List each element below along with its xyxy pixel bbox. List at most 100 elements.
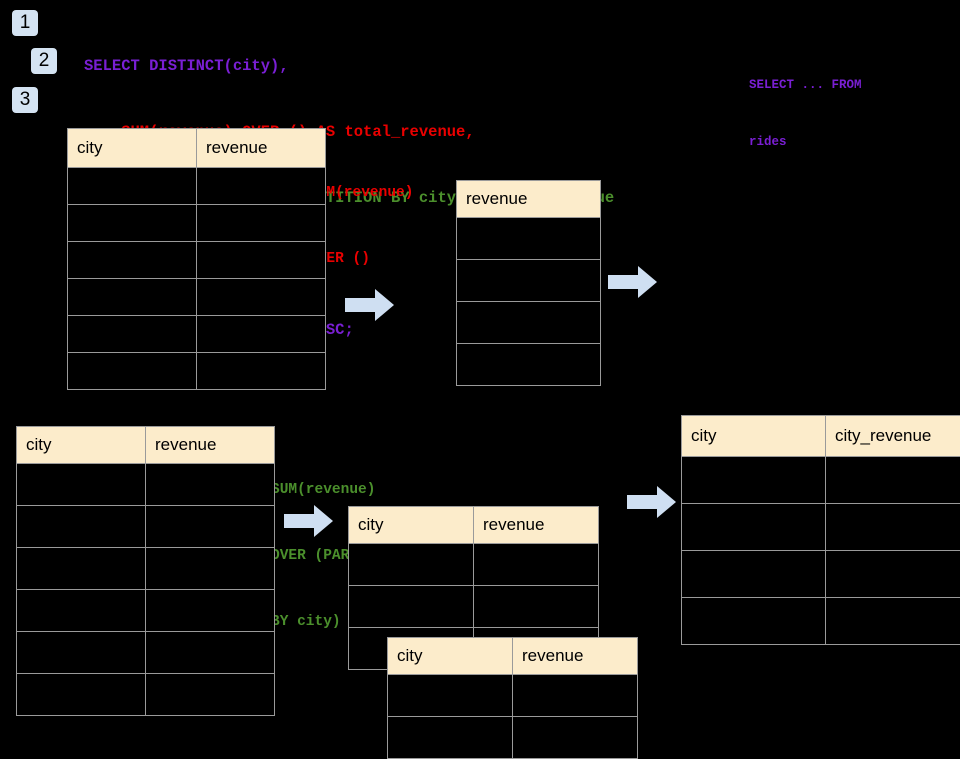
cell-city [349,586,474,628]
cell-city-revenue [826,598,960,645]
cell-revenue [146,590,275,632]
diagram-canvas: 1 2 3 SELECT DISTINCT(city), SUM(revenue… [0,0,960,720]
table-row [17,506,275,548]
table-header-row: revenue [457,181,601,218]
table-partition-front: city revenue [387,637,638,759]
column-header-city: city [349,507,474,544]
cell-city [388,675,513,717]
table-row [388,675,638,717]
cell-revenue [474,586,599,628]
table-header-row: city revenue [349,507,599,544]
sidenote-line-2: rides [749,133,862,152]
table-row [68,353,326,390]
cell-revenue [513,675,638,717]
cell-city [68,168,197,205]
cell-city [388,717,513,759]
cell-revenue [197,279,326,316]
table-source-top: city revenue [67,128,326,390]
cell-city [17,506,146,548]
arrow-revenue-to-result-icon [608,265,658,299]
table-row [682,457,960,504]
table-row [682,504,960,551]
table-result: city city_revenue [681,415,960,645]
table-header-row: city revenue [17,427,275,464]
column-header-revenue: revenue [513,638,638,675]
table-row [457,302,601,344]
column-header-city: city [682,416,826,457]
cell-city [349,544,474,586]
cell-revenue [457,260,601,302]
column-header-revenue: revenue [474,507,599,544]
step-badge-1: 1 [12,10,38,36]
cell-revenue [146,632,275,674]
cell-revenue [197,205,326,242]
table-row [457,218,601,260]
cell-city [17,674,146,716]
column-header-city: city [17,427,146,464]
table-row [682,551,960,598]
table-row [457,344,601,386]
cell-revenue [146,506,275,548]
sidenote-line-1: SELECT ... FROM [749,76,862,95]
table-row [17,632,275,674]
cell-revenue [457,302,601,344]
table-row [349,586,599,628]
cell-city [68,316,197,353]
table-row [388,717,638,759]
table-row [17,548,275,590]
table-row [349,544,599,586]
sidenote-select-from-rides: SELECT ... FROM rides [749,38,862,190]
cell-revenue [146,674,275,716]
arrow-source-to-partition-icon [284,504,334,538]
column-header-revenue: revenue [146,427,275,464]
cell-city-revenue [826,504,960,551]
cell-city [682,598,826,645]
table-row [68,242,326,279]
table-row [68,316,326,353]
step-badge-2: 2 [31,48,57,74]
cell-revenue [197,353,326,390]
table-row [17,674,275,716]
cell-city-revenue [826,457,960,504]
column-header-revenue: revenue [457,181,601,218]
table-header-row: city city_revenue [682,416,960,457]
arrow-source-to-revenue-icon [345,288,395,322]
cell-revenue [197,168,326,205]
sql-line-select: SELECT DISTINCT(city), [84,55,614,77]
cell-revenue [146,548,275,590]
cell-city [682,457,826,504]
table-source-bottom: city revenue [16,426,275,716]
cell-city [17,464,146,506]
arrow-partition-to-result-icon [627,485,677,519]
cell-city [68,242,197,279]
cell-revenue [513,717,638,759]
table-header-row: city revenue [388,638,638,675]
cell-revenue [197,316,326,353]
cell-revenue [474,544,599,586]
cell-revenue [197,242,326,279]
cell-city [68,205,197,242]
cell-city [682,551,826,598]
cell-city-revenue [826,551,960,598]
cell-city [17,590,146,632]
table-row [68,205,326,242]
column-header-city: city [388,638,513,675]
cell-revenue [457,344,601,386]
cell-city [682,504,826,551]
table-row [17,464,275,506]
annotation-partition-window-line-1: SUM(revenue) [271,479,402,501]
step-badge-3: 3 [12,87,38,113]
cell-city [68,279,197,316]
table-row [682,598,960,645]
column-header-revenue: revenue [197,129,326,168]
table-row [68,279,326,316]
table-row [457,260,601,302]
table-row [17,590,275,632]
column-header-city: city [68,129,197,168]
cell-city [68,353,197,390]
cell-revenue [457,218,601,260]
table-revenue-only: revenue [456,180,601,386]
table-row [68,168,326,205]
cell-city [17,632,146,674]
column-header-city-revenue: city_revenue [826,416,960,457]
